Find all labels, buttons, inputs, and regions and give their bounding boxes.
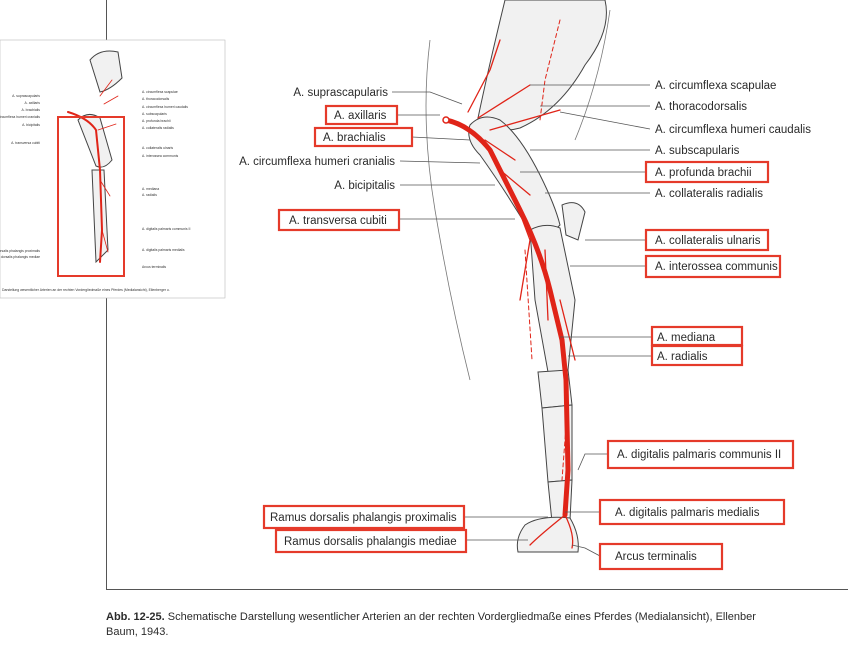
hoof-arteries (529, 514, 574, 549)
highlight-ramus-mediae (274, 528, 468, 554)
caption-label: Abb. 12-25. (106, 611, 165, 623)
label-collateralis-ulnaris: A. collateralis ulnaris (655, 235, 761, 247)
hoof (516, 516, 579, 553)
main-artery (443, 117, 571, 518)
label-circumflexa-humeri-caudalis: A. circumflexa humeri caudalis (655, 124, 811, 136)
labels-right: A. circumflexa scapulae A. thoracodorsal… (598, 80, 811, 571)
figure-caption: Abb. 12-25. Schematische Darstellung wes… (106, 610, 848, 640)
thumbnail-label-right: A. collateralis ulnaris (142, 146, 173, 150)
olecranon (561, 202, 586, 241)
label-transversa-cubiti: A. transversa cubiti (289, 215, 387, 227)
leader-lines (392, 84, 652, 557)
thumbnail-label-left: A. axillaris (25, 101, 41, 105)
thumbnail-label-left: A. suprascapularis (12, 94, 40, 98)
thumbnail-label-right: A. mediana (142, 187, 159, 191)
thumbnail-label-right: A. radialis (142, 193, 157, 197)
thumbnail-label-right: A. thoracodorsalis (142, 97, 169, 101)
thumbnail-label-left: Ramus dorsalis phalangis mediae (0, 255, 40, 259)
caption-text: Schematische Darstellung wesentlicher Ar… (167, 611, 756, 623)
thumbnail-label-right: A. subscapularis (142, 112, 167, 116)
limb-skeleton (425, 0, 611, 553)
thumb-branches (97, 79, 119, 253)
label-bicipitalis: A. bicipitalis (334, 180, 395, 192)
highlight-transversa-cubiti (277, 208, 401, 232)
label-arcus-terminalis: Arcus terminalis (615, 551, 697, 563)
thumbnail-label-left: A. brachialis (22, 108, 41, 112)
label-subscapularis: A. subscapularis (655, 145, 740, 157)
highlight-axillaris (324, 104, 399, 126)
thumbnail-label-right: Arcus terminalis (142, 265, 166, 269)
artery-branches-dashed (524, 19, 569, 481)
thumbnail-label-right: A. digitalis palmaris medialis (142, 248, 185, 252)
label-interossea-communis: A. interossea communis (655, 261, 778, 273)
labels-left: A. suprascapularis A. axillaris A. brach… (239, 87, 468, 554)
artery-branches (467, 39, 576, 361)
highlight-ramus-proximalis (262, 504, 466, 530)
thumbnail-label-left: A. circumflexa humeri cranialis (0, 115, 40, 119)
thumbnail-label-left: Ramus dorsalis phalangis proximalis (0, 249, 40, 253)
highlight-brachialis (313, 126, 414, 148)
label-digitalis-palmaris-communis: A. digitalis palmaris communis II (617, 449, 781, 461)
thumbnail-label-right: A. collateralis radialis (142, 126, 174, 130)
thumbnail-highlight-box (57, 116, 125, 277)
body-contour-right (574, 9, 611, 141)
humerus (468, 116, 561, 236)
label-brachialis: A. brachialis (323, 132, 386, 144)
body-contour-left (425, 39, 471, 381)
thumbnail-label-left: A. transversa cubiti (11, 141, 40, 145)
label-ramus-proximalis: Ramus dorsalis phalangis proximalis (270, 512, 457, 524)
highlight-profunda-brachii (644, 160, 770, 184)
thumbnail-label-right: A. profunda brachii (142, 119, 171, 123)
thumbnail-figure: A. suprascapularis A. axillaris A. brachia… (0, 39, 226, 299)
label-axillaris: A. axillaris (334, 110, 387, 122)
label-circumflexa-scapulae: A. circumflexa scapulae (655, 80, 776, 92)
thumbnail-labels-right: A. circumflexa scapulae A. thoracodorsali… (142, 90, 190, 269)
thumbnail-label-left: A. bicipitalis (22, 123, 40, 127)
thumbnail-label-right: A. digitalis palmaris communis II (142, 227, 190, 231)
label-mediana: A. mediana (657, 332, 716, 344)
highlight-radialis (650, 344, 744, 367)
thumb-main-artery (67, 111, 103, 263)
label-digitalis-palmaris-medialis: A. digitalis palmaris medialis (615, 507, 760, 519)
artery-origin (442, 116, 450, 124)
caption-line2: Baum, 1943. (106, 626, 169, 638)
thumbnail-label-right: A. circumflexa humeri caudalis (142, 105, 188, 109)
label-ramus-mediae: Ramus dorsalis phalangis mediae (284, 536, 457, 548)
thumbnail-caption: Darstellung wesentlicher Arterien an der… (2, 288, 170, 292)
thumbnail-labels-left: A. suprascapularis A. axillaris A. brachia… (0, 94, 40, 259)
label-circumflexa-humeri-cranialis: A. circumflexa humeri cranialis (239, 156, 395, 168)
arteries (442, 19, 576, 549)
label-suprascapularis: A. suprascapularis (293, 87, 388, 99)
highlight-digitalis-palmaris-medialis (598, 498, 786, 526)
thumbnail-label-right: A. circumflexa scapulae (142, 90, 178, 94)
arteries-diagram: A. suprascapularis A. axillaris A. brachia… (0, 0, 811, 571)
highlight-interossea-communis (644, 254, 782, 279)
label-thoracodorsalis: A. thoracodorsalis (655, 101, 747, 113)
label-radialis: A. radialis (657, 351, 708, 363)
label-collateralis-radialis: A. collateralis radialis (655, 188, 763, 200)
highlight-collateralis-ulnaris (644, 228, 770, 252)
thumbnail-label-right: A. interossea communis (142, 154, 178, 158)
scapula (477, 0, 607, 131)
label-profunda-brachii: A. profunda brachii (655, 167, 752, 179)
highlight-arcus-terminalis (598, 542, 724, 571)
highlight-digitalis-palmaris-communis (606, 439, 795, 470)
